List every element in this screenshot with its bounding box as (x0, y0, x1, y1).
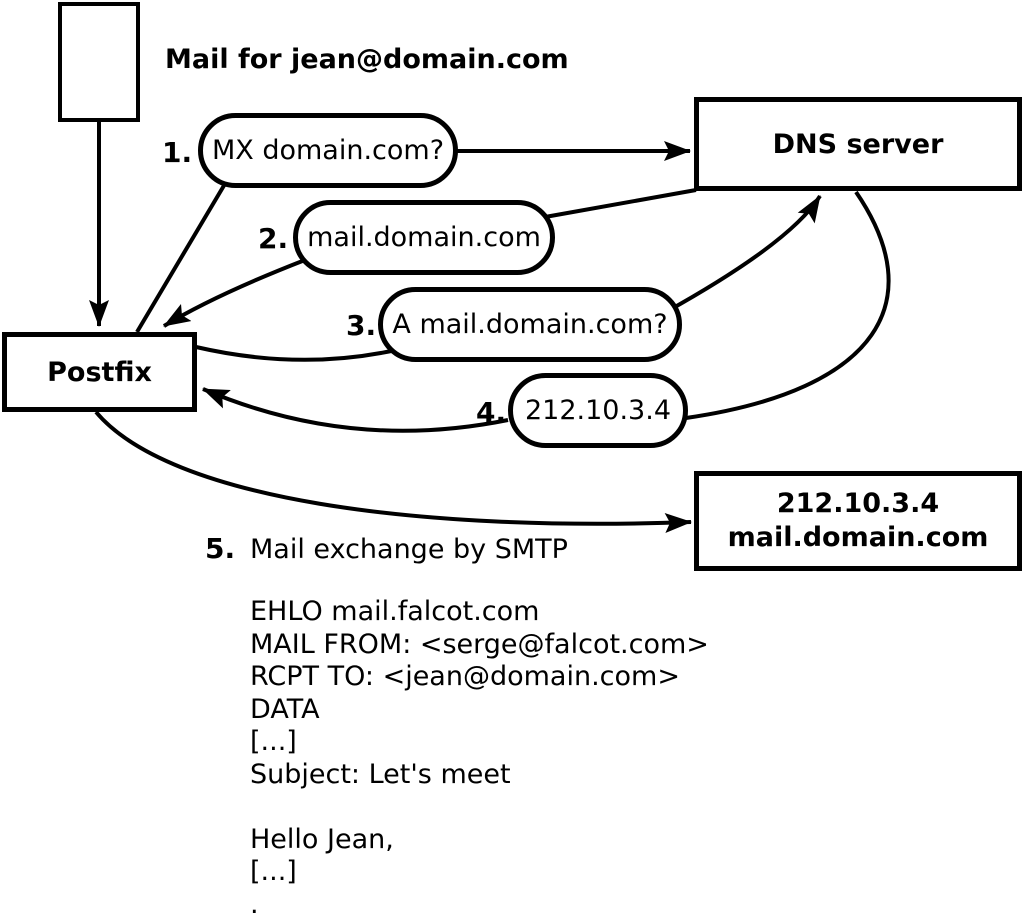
smtp-line: [...] (250, 726, 297, 757)
arrow-answer4-to-postfix (202, 387, 509, 433)
query-mx-label: MX domain.com? (211, 135, 445, 166)
smtp-line: Subject: Let's meet (250, 758, 511, 790)
line-dns-to-answer4 (685, 190, 891, 420)
smtp-line: . (250, 888, 259, 919)
arrow-query3-to-dns (665, 194, 822, 314)
step-3-number: 3. (346, 309, 377, 342)
mail-server-node: 212.10.3.4 mail.domain.com (694, 471, 1022, 571)
answer-mx-pill: mail.domain.com (293, 200, 555, 275)
step-5-label: Mail exchange by SMTP (250, 534, 568, 565)
line-dns-to-answer2 (544, 188, 697, 219)
mail-server-ip: 212.10.3.4 (776, 488, 940, 519)
smtp-line: RCPT TO: <jean@domain.com> (250, 661, 680, 692)
line-postfix-to-query1 (135, 170, 234, 334)
step-4-number: 4. (476, 396, 507, 429)
smtp-line: EHLO mail.falcot.com (250, 596, 540, 627)
arrow-answer2-to-postfix (162, 258, 306, 328)
line-postfix-to-query3 (195, 345, 397, 362)
answer-a-label: 212.10.3.4 (525, 395, 671, 426)
postfix-node: Postfix (2, 332, 197, 412)
query-a-pill: A mail.domain.com? (378, 287, 682, 362)
diagram-title: Mail for jean@domain.com (165, 44, 569, 75)
smtp-line: [...] (250, 856, 297, 887)
answer-a-pill: 212.10.3.4 (508, 373, 688, 448)
mail-server-hostname: mail.domain.com (727, 522, 989, 553)
dns-server-label: DNS server (772, 128, 944, 160)
query-a-label: A mail.domain.com? (392, 309, 668, 340)
smtp-session-transcript: EHLO mail.falcot.com MAIL FROM: <serge@f… (250, 596, 709, 919)
mail-envelope-icon (58, 2, 140, 122)
step-1-number: 1. (162, 136, 193, 169)
smtp-line: MAIL FROM: <serge@falcot.com> (250, 628, 709, 660)
step-2-number: 2. (258, 222, 289, 255)
smtp-line: DATA (250, 693, 320, 725)
answer-mx-label: mail.domain.com (307, 222, 541, 253)
query-mx-pill: MX domain.com? (198, 113, 458, 188)
dns-server-node: DNS server (694, 97, 1022, 191)
arrow-postfix-to-mailserver (94, 410, 692, 533)
smtp-line: Hello Jean, (250, 823, 394, 855)
smtp-line-blank (250, 791, 709, 824)
step-5-number: 5. (205, 532, 236, 565)
postfix-label: Postfix (47, 356, 152, 388)
